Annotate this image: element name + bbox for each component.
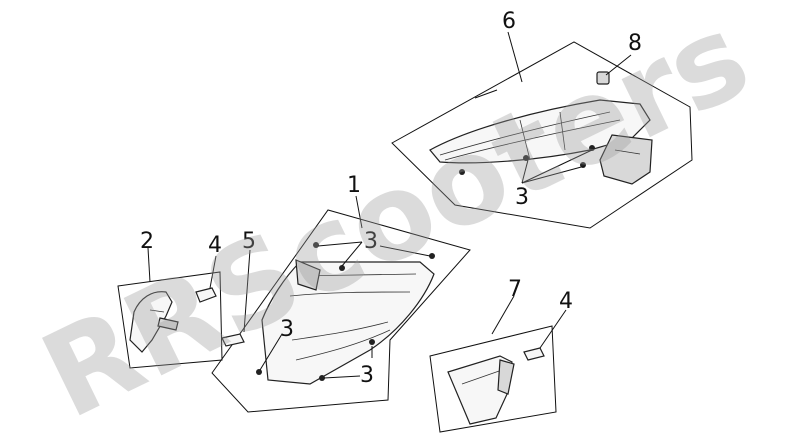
bulb-left [195, 287, 217, 303]
right-indicator-outline [429, 325, 557, 433]
callout-2: 2 [140, 229, 154, 254]
right-indicator-group [429, 295, 567, 433]
callout-3-tail: 3 [515, 185, 529, 210]
callout-3-headlight-left: 3 [280, 317, 294, 342]
callout-7: 7 [508, 277, 522, 302]
headlight-outline [211, 209, 471, 413]
callout-4-left: 4 [208, 233, 222, 258]
left-indicator-group [117, 247, 223, 369]
callout-3-headlight-bottom: 3 [360, 363, 374, 388]
socket-part-5 [221, 249, 251, 347]
callout-labels: 1 2 3 3 3 3 4 4 5 6 7 8 [140, 9, 642, 388]
callout-6: 6 [502, 9, 516, 34]
callout-5: 5 [242, 229, 256, 254]
tail-light-group [391, 31, 693, 229]
callout-3-headlight-top: 3 [364, 229, 378, 254]
bulb-right [523, 347, 545, 361]
left-indicator-outline [117, 271, 223, 369]
callout-8: 8 [628, 31, 642, 56]
headlight-group [211, 195, 471, 413]
headlight-housing [261, 261, 435, 385]
tail-light-end-cap [599, 134, 653, 185]
callout-1: 1 [347, 173, 361, 198]
watermark: RRScooters [22, 0, 769, 445]
screws-headlight [256, 242, 435, 381]
left-indicator-lens [129, 291, 173, 353]
tail-light-lens [429, 99, 651, 164]
callout-4-right: 4 [559, 289, 573, 314]
tail-light-outline [391, 41, 693, 229]
